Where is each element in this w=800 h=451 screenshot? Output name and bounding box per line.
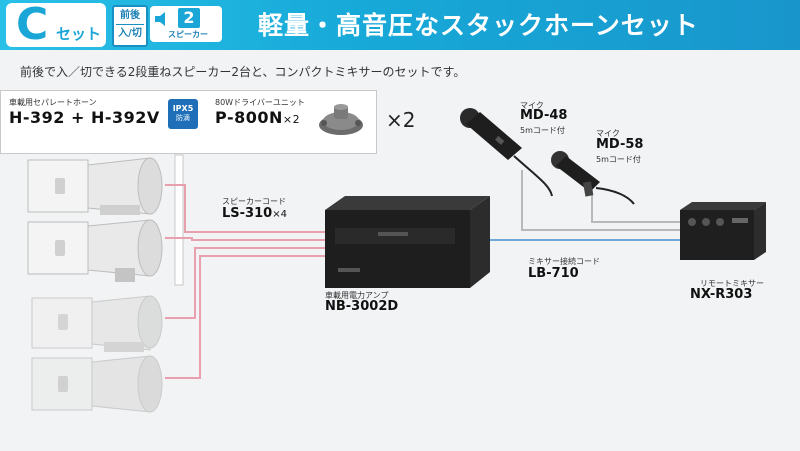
speaker-cord-line: LS-310×4: [222, 206, 287, 221]
speaker-cord-model: LS-310: [222, 206, 273, 221]
ipx5-badge: IPX5 防滴: [168, 99, 198, 129]
mic1-model: MD-48: [520, 108, 568, 123]
remote-mixer-image: [680, 202, 766, 260]
page-title: 軽量・高音圧なスタックホーンセット: [258, 11, 699, 40]
set-multiplier: ×2: [386, 108, 416, 132]
amp-model: NB-3002D: [325, 299, 399, 314]
mic2-model: MD-58: [596, 137, 644, 152]
driver-unit-image: [319, 104, 363, 135]
set-description: 前後で入／切できる2段重ねスピーカー2台と、コンパクトミキサーのセットです。: [20, 65, 466, 79]
mic2-cable: [591, 190, 680, 223]
ip-rating: IPX5: [172, 104, 194, 113]
speaker-icon: [155, 12, 165, 26]
mic2-caption: マイク: [596, 129, 620, 138]
driver-model-line: P-800N×2: [215, 108, 300, 127]
horn-model: H-392 + H-392V: [9, 108, 160, 127]
speaker-count-label: スピーカー: [168, 30, 208, 39]
driver-caption: 80Wドライバーユニット: [215, 98, 305, 107]
driver-model: P-800N: [215, 108, 283, 127]
driver-qty: ×2: [282, 113, 301, 126]
mic1-cable: [521, 170, 680, 231]
speaker-cable-2: [165, 237, 325, 241]
speaker-count: 2: [178, 8, 200, 28]
speaker-cable-4: [165, 255, 325, 379]
horn-caption: 車載用セパレートホーン: [9, 98, 97, 107]
speaker-cables: [165, 184, 325, 379]
microphone-md48: [460, 108, 553, 197]
remote-mixer-caption: リモートミキサー: [700, 279, 764, 288]
mic2-cord: 5mコード付: [596, 155, 641, 164]
horn-speaker-upper: [27, 157, 163, 282]
mode-bottom-label: 入/切: [118, 28, 142, 39]
mixer-cable-caption: ミキサー接続コード: [528, 257, 600, 266]
remote-mixer-model: NX-R303: [690, 287, 753, 302]
mixer-cable-model: LB-710: [528, 266, 579, 281]
microphone-md58: [551, 151, 635, 205]
horn-speaker-lower: [31, 295, 163, 413]
mode-top-label: 前後: [120, 10, 140, 21]
speaker-cord-qty: ×4: [272, 209, 287, 220]
amp-caption: 車載用電力アンプ: [325, 291, 389, 300]
mic1-cord: 5mコード付: [520, 126, 565, 135]
set-word: セット: [56, 25, 102, 43]
mic1-caption: マイク: [520, 101, 544, 110]
set-letter: C: [16, 0, 49, 50]
set-badge: C セット: [6, 0, 106, 50]
header-band: C セット 前後 入/切 2 スピーカー 軽量・高音圧なスタックホーンセット: [0, 0, 800, 50]
speaker-count-badge: 2 スピーカー: [150, 6, 222, 42]
amplifier-image: [325, 196, 490, 288]
front-rear-switch-badge: 前後 入/切: [112, 5, 148, 47]
speaker-cord-caption: スピーカーコード: [222, 197, 286, 206]
horn-info-panel: 車載用セパレートホーン H-392 + H-392V IPX5 防滴 80Wドラ…: [0, 90, 377, 154]
speaker-cable-1: [165, 184, 325, 233]
speaker-cable-3: [165, 247, 325, 319]
ip-note: 防滴: [176, 114, 190, 122]
